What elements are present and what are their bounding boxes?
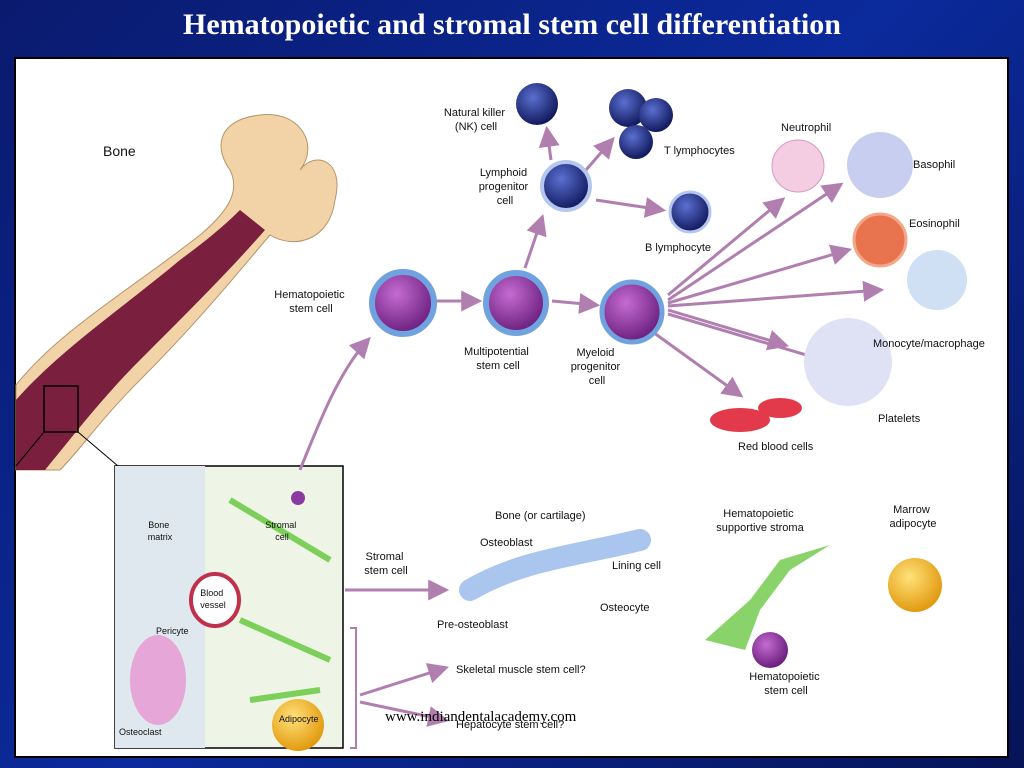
label-multipotential: Multipotential stem cell: [464, 346, 532, 372]
stroma-hsc-cell: [752, 632, 788, 668]
label-hsc: Hematopoietic stem cell: [274, 289, 347, 315]
nk-cell: [516, 83, 558, 125]
label-stromal-cell: Stromal cell: [265, 520, 299, 542]
label-pericyte: Pericyte: [156, 626, 189, 636]
multipotential-cell: [483, 270, 549, 336]
label-skeletal: Skeletal muscle stem cell?: [456, 664, 586, 676]
myeloid-cell: [599, 279, 665, 345]
label-b-lymphocyte: B lymphocyte: [645, 242, 711, 254]
labels: Bone Hematopoietic stem cell Natural kil…: [103, 107, 985, 737]
osteoblast-chain: [459, 529, 651, 601]
label-osteocyte: Osteocyte: [600, 602, 650, 614]
cells: [369, 83, 967, 668]
label-blood-vessel: Blood vessel: [200, 588, 226, 610]
neutrophil-cell: [771, 139, 825, 193]
label-osteoblast: Osteoblast: [480, 537, 533, 549]
label-bone-cartilage: Bone (or cartilage): [495, 510, 586, 522]
label-eosinophil: Eosinophil: [909, 218, 960, 230]
label-neutrophil: Neutrophil: [781, 122, 831, 134]
label-hsc-2: Hematopoietic stem cell: [749, 671, 822, 697]
label-bone-matrix: Bone matrix: [148, 520, 173, 542]
label-t-lymphocytes: T lymphocytes: [664, 145, 735, 157]
hsc-cell: [369, 269, 437, 337]
t-cell-3: [619, 125, 653, 159]
label-nk: Natural killer (NK) cell: [444, 107, 508, 133]
label-basophil: Basophil: [913, 159, 955, 171]
stroma-cell: [705, 545, 830, 650]
label-hepatocyte: Hepatocyte stem cell?: [456, 719, 564, 731]
label-supportive-stroma: Hematopoietic supportive stroma: [716, 508, 804, 534]
label-lymphoid: Lymphoid progenitor cell: [479, 167, 532, 207]
bone-illustration: [15, 114, 338, 471]
b-cell: [668, 190, 712, 234]
arrows: [298, 125, 885, 727]
t-cell-1: [609, 89, 647, 127]
lymphoid-cell: [540, 160, 592, 212]
label-monocyte: Monocyte/macrophage: [873, 338, 985, 350]
monocyte-cell: [907, 250, 967, 310]
t-cell-2: [639, 98, 673, 132]
watermark: www.indiandentalacademy.com: [385, 709, 577, 725]
marrow-inset: [114, 465, 344, 751]
eosinophil-cell: [852, 212, 908, 268]
rbc-cell: [710, 408, 770, 432]
label-adipocyte: Adipocyte: [279, 714, 319, 724]
label-platelets: Platelets: [878, 413, 921, 425]
label-osteoclast: Osteoclast: [119, 727, 162, 737]
basophil-cell: [847, 132, 913, 198]
label-pre-osteoblast: Pre-osteoblast: [437, 619, 508, 631]
label-lining-cell: Lining cell: [612, 560, 661, 572]
label-stromal-stem: Stromal stem cell: [364, 551, 407, 577]
label-marrow-adipocyte: Marrow adipocyte: [889, 504, 936, 530]
label-rbc: Red blood cells: [738, 441, 814, 453]
marrow-adipocyte-cell: [888, 558, 942, 612]
slide-title: Hematopoietic and stromal stem cell diff…: [183, 8, 841, 41]
macrophage-cell: [804, 318, 892, 406]
label-bone: Bone: [103, 143, 136, 159]
label-myeloid: Myeloid progenitor cell: [571, 347, 624, 387]
